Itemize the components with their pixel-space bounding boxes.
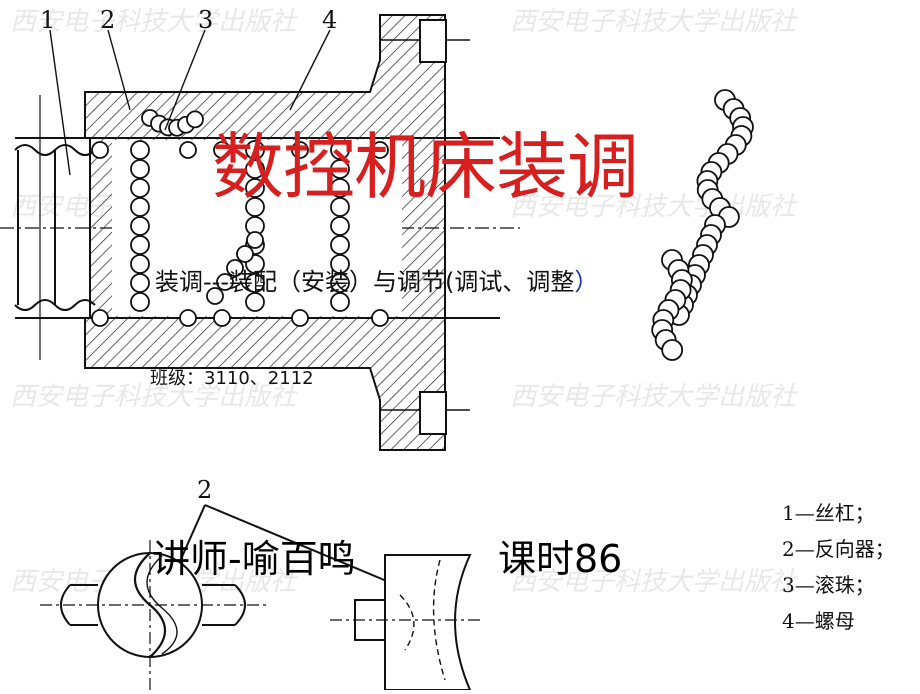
ball <box>330 235 350 255</box>
ball <box>330 140 350 160</box>
svg-text:西安电子科技大学出版社: 西安电子科技大学出版社 <box>510 382 798 412</box>
ball <box>330 197 350 217</box>
callout-2: 2 <box>100 6 116 34</box>
ball <box>130 159 150 179</box>
ball <box>179 309 197 327</box>
ball <box>130 292 150 312</box>
ball <box>330 178 350 198</box>
ball <box>130 273 150 293</box>
ball <box>206 287 224 305</box>
ball <box>226 259 244 277</box>
ball <box>179 141 197 159</box>
ball <box>130 216 150 236</box>
ball <box>245 197 265 217</box>
ball <box>213 309 231 327</box>
ball <box>91 309 109 327</box>
ball <box>130 235 150 255</box>
parts-legend: 1—丝杠； 2—反向器； 3—滚珠； 4—螺母 <box>782 495 895 639</box>
ball <box>291 141 309 159</box>
ball <box>245 273 265 293</box>
callout-4: 4 <box>322 6 338 34</box>
slide-subtitle: 装调---装配（安装）与调节(调试、调整） <box>155 262 598 297</box>
callout-1: 1 <box>40 6 56 34</box>
ball <box>330 159 350 179</box>
ball <box>130 197 150 217</box>
svg-text:西安电子科技大学出版社: 西安电子科技大学出版社 <box>510 567 798 597</box>
legend-item: 2—反向器； <box>782 537 895 561</box>
ball-return-chain <box>651 89 754 361</box>
ball <box>130 178 150 198</box>
subtitle-close-paren: ） <box>574 268 599 296</box>
ball <box>245 140 265 160</box>
slide-title: 数控机床装调 <box>212 125 639 209</box>
course-hours: 课时86 <box>498 537 623 581</box>
subtitle-text: 装调---装配（安装）与调节(调试、调整 <box>155 268 575 296</box>
ball <box>216 273 234 291</box>
callout-lower-2: 2 <box>197 476 213 504</box>
legend-item: 4—螺母 <box>782 609 855 633</box>
ball <box>245 178 265 198</box>
ball <box>130 254 150 274</box>
ball <box>371 309 389 327</box>
callout-leaders <box>49 29 331 176</box>
ball <box>330 292 350 312</box>
ball-chain <box>91 109 389 327</box>
class-line: 班级：3110、2112 <box>150 368 314 389</box>
reverser-sketch <box>40 504 480 691</box>
ball <box>291 309 309 327</box>
legend-item: 1—丝杠； <box>782 501 875 525</box>
svg-text:西安电子科技大学出版社: 西安电子科技大学出版社 <box>10 7 298 37</box>
ball <box>371 141 389 159</box>
ball <box>245 159 265 179</box>
ball <box>91 141 109 159</box>
callout-3: 3 <box>198 6 214 34</box>
svg-text:西安电子科技大学出版社: 西安电子科技大学出版社 <box>510 192 798 222</box>
ball <box>130 140 150 160</box>
ball <box>330 216 350 236</box>
svg-text:西安电子科技大学出版社: 西安电子科技大学出版社 <box>10 382 298 412</box>
lecturer: 讲师-喻百鸣 <box>152 537 356 581</box>
watermark: 西安电子科技大学出版社 西安电子科技大学出版社 西安电子科技大学出版社 西安电子… <box>10 7 798 597</box>
ball <box>186 110 204 129</box>
ball <box>236 245 254 263</box>
ball <box>330 254 350 274</box>
ball <box>246 231 264 249</box>
ball <box>330 273 350 293</box>
ball <box>245 292 265 312</box>
svg-text:西安电子科技大学出版社: 西安电子科技大学出版社 <box>510 7 798 37</box>
ball <box>213 141 231 159</box>
legend-item: 3—滚珠； <box>782 573 875 597</box>
chain-ball <box>661 339 684 361</box>
